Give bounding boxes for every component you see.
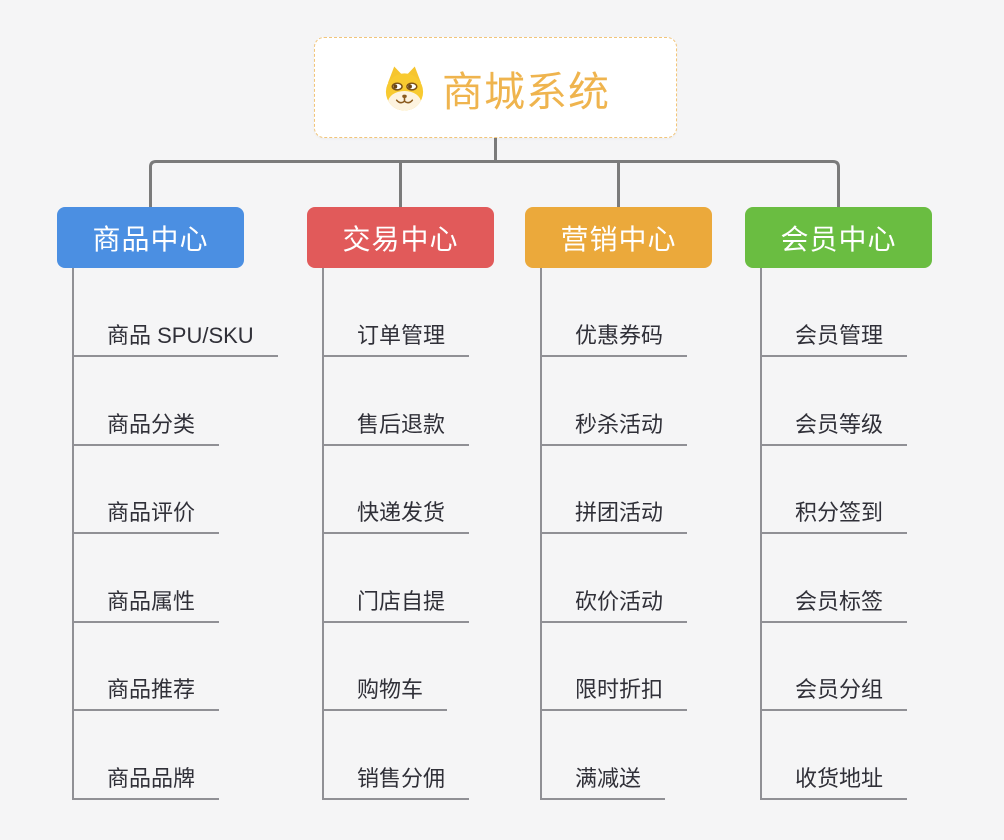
leaf-node[interactable]: 会员分组 (761, 673, 908, 711)
leaf-node[interactable]: 会员标签 (761, 585, 908, 623)
leaf-node[interactable]: 销售分佣 (323, 762, 470, 800)
branch-node[interactable]: 会员中心 (745, 207, 932, 268)
leaf-node[interactable]: 满减送 (541, 762, 666, 800)
branch-trunk-line (322, 268, 324, 800)
leaf-node[interactable]: 积分签到 (761, 496, 908, 534)
leaf-node[interactable]: 会员管理 (761, 319, 908, 357)
leaf-node[interactable]: 商品评价 (73, 496, 220, 534)
branch-trunk-line (760, 268, 762, 800)
leaf-node[interactable]: 限时折扣 (541, 673, 688, 711)
leaf-node[interactable]: 门店自提 (323, 585, 470, 623)
branch-trunk-line (540, 268, 542, 800)
leaf-node[interactable]: 拼团活动 (541, 496, 688, 534)
leaf-node[interactable]: 会员等级 (761, 408, 908, 446)
leaf-node[interactable]: 售后退款 (323, 408, 470, 446)
leaf-node[interactable]: 秒杀活动 (541, 408, 688, 446)
leaf-node[interactable]: 砍价活动 (541, 585, 688, 623)
leaf-node[interactable]: 商品分类 (73, 408, 220, 446)
branch-node[interactable]: 商品中心 (57, 207, 244, 268)
branch-node[interactable]: 营销中心 (525, 207, 712, 268)
branch-trunk-line (72, 268, 74, 800)
root-node-label: 商城系统 (442, 68, 610, 115)
leaf-node[interactable]: 快递发货 (323, 496, 470, 534)
leaf-node[interactable]: 商品品牌 (73, 762, 220, 800)
leaf-node[interactable]: 商品推荐 (73, 673, 220, 711)
leaf-node[interactable]: 商品属性 (73, 585, 220, 623)
leaf-node[interactable]: 商品 SPU/SKU (73, 319, 278, 357)
leaf-node[interactable]: 购物车 (323, 673, 448, 711)
doge-face-icon (381, 63, 428, 113)
leaf-node[interactable]: 订单管理 (323, 319, 470, 357)
leaf-node[interactable]: 收货地址 (761, 762, 908, 800)
leaf-node[interactable]: 优惠券码 (541, 319, 688, 357)
branch-node[interactable]: 交易中心 (307, 207, 494, 268)
root-node[interactable]: 商城系统 (314, 37, 677, 138)
